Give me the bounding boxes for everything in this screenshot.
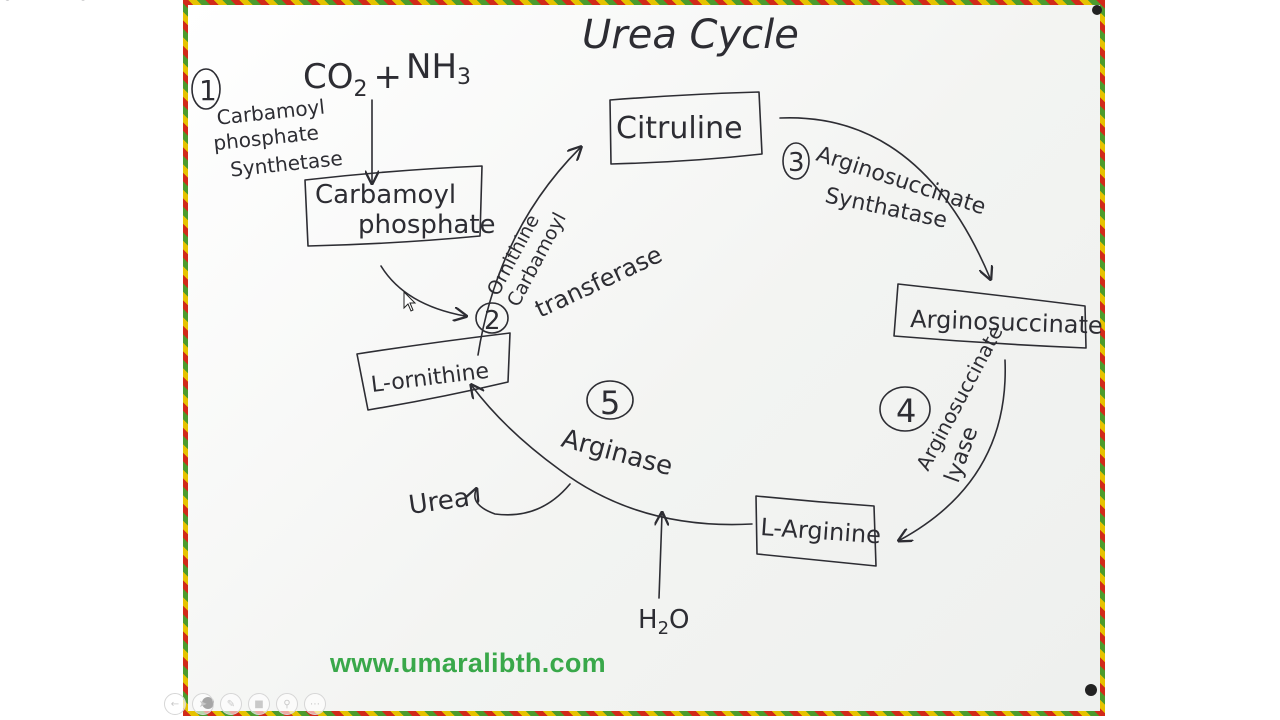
l-ornithine-label: L-ornithine: [370, 359, 491, 398]
highlighter-icon[interactable]: ■: [248, 693, 270, 715]
node-argininosuccinate: Arginosuccinate: [893, 283, 1103, 349]
diagram-title: Urea Cycle: [582, 12, 799, 58]
arrow-ornithine-to-citruline: [477, 148, 580, 356]
board-corner-screw: [1085, 684, 1097, 696]
back-icon[interactable]: ←: [164, 693, 186, 715]
water-label: H2O: [638, 605, 689, 639]
carbamoyl-phosphate-box: [304, 165, 483, 247]
arrow-arginine-to-ornithine: [472, 386, 753, 526]
more-icon[interactable]: ⋯: [304, 693, 326, 715]
product-urea: Urea: [407, 483, 571, 521]
arrow-citruline-to-argininosuccinate: [779, 117, 990, 278]
step-1-number: 1: [199, 74, 217, 107]
pen-icon[interactable]: ✎: [220, 693, 242, 715]
node-citruline: Citruline: [609, 91, 763, 165]
argininosuccinate-label: Arginosuccinate: [910, 305, 1103, 340]
pointer-icon[interactable]: ➤: [192, 693, 214, 715]
l-arginine-label: L-Arginine: [760, 513, 882, 549]
co2-label: CO: [303, 57, 354, 97]
step-2-circle: [475, 302, 509, 334]
whiteboard-surface: [188, 5, 1100, 711]
arrow-argininosuccinate-to-arginine: [900, 359, 1006, 540]
nh3-subscript: 3: [457, 65, 471, 90]
step-4: 4 Arginosuccinate lyase: [879, 321, 1008, 486]
step-3: 3 Arginosuccinate Synthatase: [782, 142, 989, 234]
website-watermark: www.umaralibth.com: [330, 648, 606, 678]
step-4-circle: [879, 386, 931, 432]
mouse-cursor-icon: [403, 290, 417, 312]
step-5-enzyme: Arginase: [558, 424, 676, 482]
citruline-box: [609, 91, 763, 165]
step-1-circle: [191, 68, 221, 110]
l-arginine-box: [755, 495, 877, 567]
step-5-number: 5: [600, 384, 620, 422]
svg-text:CO2+NH3: CO2+NH3: [303, 47, 471, 102]
step-1-enzyme: Carbamoyl phosphate Synthetase: [210, 93, 344, 183]
right-letterbox: [1120, 0, 1280, 720]
l-ornithine-box: [356, 332, 511, 411]
zoom-icon[interactable]: ⚲: [276, 693, 298, 715]
board-corner-screw: [1092, 5, 1102, 15]
arrow-carbamoyl-to-ornithine: [380, 265, 465, 316]
step-3-number: 3: [788, 148, 805, 178]
input-water: H2O: [638, 514, 689, 639]
node-l-arginine: L-Arginine: [755, 495, 882, 567]
nh3-label: NH: [406, 47, 457, 87]
argininosuccinate-box: [893, 283, 1087, 349]
carbamoyl-phosphate-label: Carbamoyl phosphate: [315, 180, 496, 240]
co2-subscript: 2: [354, 77, 368, 102]
left-letterbox: [0, 0, 160, 720]
node-l-ornithine: L-ornithine: [356, 332, 511, 411]
arrow-urea-release: [475, 483, 571, 516]
urea-label: Urea: [407, 483, 472, 521]
video-annotation-toolbar: ← ➤ ✎ ■ ⚲ ⋯: [164, 690, 326, 718]
node-carbamoyl-phosphate: Carbamoyl phosphate: [304, 165, 496, 247]
input-co2-nh3: CO2+NH3: [303, 47, 471, 102]
citruline-label: Citruline: [616, 111, 743, 146]
step-2-number: 2: [484, 306, 501, 336]
arrow-water-in: [659, 514, 662, 599]
step-3-circle: [782, 142, 810, 180]
step-2-enzyme: Ornithine: [0, 0, 88, 5]
step-4-number: 4: [896, 392, 916, 430]
plus-sign: +: [374, 57, 403, 97]
step-5: 5 Arginase: [558, 380, 676, 482]
step-5-circle: [586, 380, 634, 420]
